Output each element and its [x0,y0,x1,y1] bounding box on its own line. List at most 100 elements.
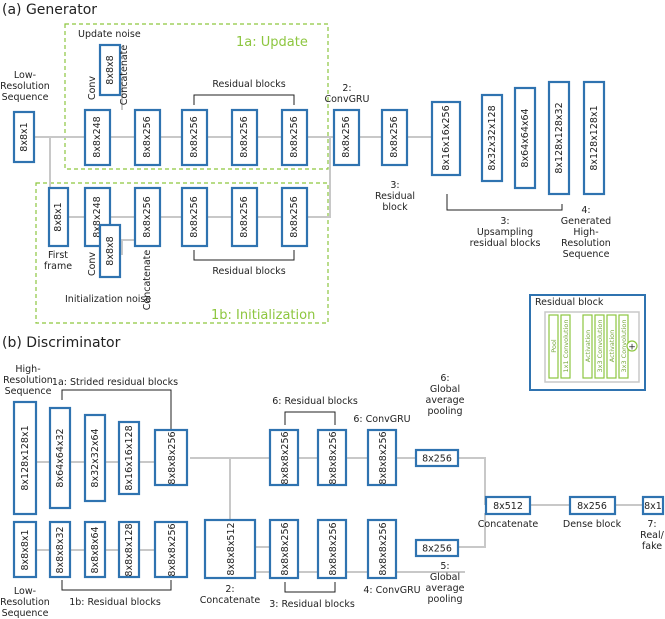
d-out-label-3: fake [642,541,662,552]
gen-label-3: High- [573,227,598,238]
inset-layer-5: Activation [608,330,616,363]
gen-node-label: 8x128x128x1 [589,105,600,170]
d-res6-node-2: 8x8x8x256 [316,428,348,487]
d-res1b-node-2: 8x8x8x64 [83,520,107,579]
d-pool6-node: 8x256 [414,448,460,468]
up-label-2: Upsampling [477,227,533,238]
convgru-label-1: 2: [342,83,351,94]
d-concat2-node-label: 8x8x8x512 [226,522,237,575]
lowres-label-3: Sequence [2,92,49,103]
up-node-2-label: 8x32x32x128 [487,105,498,170]
res3-node: 8x8x256 [380,108,409,167]
d-lowres-label-3: Sequence [2,608,49,619]
update-res-node-3-label: 8x8x256 [289,116,300,157]
d-res3-label: 3: Residual blocks [269,599,355,610]
first-frame-node: 8x8x1 [47,186,70,248]
gen-label-2: Generated [561,216,611,227]
d-pool5-label-2: Global [430,572,460,583]
update-conv-label: Conv [87,76,98,100]
d-strided-node-2: 8x32x32x64 [83,413,107,503]
update-res-node-2: 8x8x256 [230,108,259,167]
inset-layer-3: Activation [584,330,592,363]
d-strided-node-1-label: 8x64x64x32 [55,428,66,487]
d-pool5-label-4: pooling [428,594,463,605]
gen-label-4: Resolution [561,238,611,249]
d-pool6-label-2: Global [430,384,460,395]
convgru-node-label: 8x8x256 [341,116,352,157]
d-highres-label-2: Resolution [3,375,53,386]
inset-layer-2: 1x1 Convolution [562,319,570,372]
d-res6-node-2-label: 8x8x8x256 [328,431,339,484]
res3-node-label: 8x8x256 [389,116,400,157]
d-strided-bracket [61,389,172,430]
update-concat-node: 8x8x256 [133,108,162,167]
update-res-node-1: 8x8x256 [180,108,209,167]
d-pool5-node-label: 8x256 [422,544,452,555]
d-res3-node-2-label: 8x8x8x256 [328,522,339,575]
d-pool6-label-4: pooling [428,406,463,417]
gen-label-5: Sequence [563,249,610,260]
up-node-1: 8x16x16x256 [430,100,462,177]
d-res6-node-1-label: 8x8x8x256 [280,431,291,484]
init-group [35,182,329,324]
d-convgru4-node-label: 8x8x8x256 [378,522,389,575]
up-label-3: residual blocks [470,238,541,249]
d-out-label-2: Real/ [640,530,664,541]
init-conv-node-label: 8x8x248 [92,196,103,237]
first-frame-node-label: 8x8x1 [53,202,64,231]
d-concat2-label-1: 2: [225,584,234,595]
d-res6-label: 6: Residual blocks [272,396,358,407]
d-concat-node-label: 8x512 [493,501,523,512]
d-highres-label-3: Sequence [5,386,52,397]
update-noise-node-label: 8x8x8 [105,55,116,84]
init-res-label: Residual blocks [212,266,285,277]
res3-label-2: Residual [375,191,415,202]
d-pool6-node-label: 8x256 [422,454,452,465]
d-strided-node-4: 8x8x8x256 [153,428,189,487]
update-res-bracket [193,94,295,105]
update-concat-label: Concatenate [119,45,130,106]
lowres-label-2: Resolution [0,81,50,92]
up-label-1: 3: [500,216,509,227]
init-res-node-3: 8x8x256 [280,186,309,248]
d-res3-node-2: 8x8x8x256 [316,518,348,580]
init-concat-label: Concatenate [142,250,153,311]
d-concat-label: Concatenate [478,519,539,530]
gen-label-1: 4: [581,205,590,216]
d-highres-node: 8x128x128x1 [12,400,38,516]
d-concat2-label-2: Concatenate [200,595,261,606]
d-strided-label: 1a: Strided residual blocks [52,377,178,388]
discriminator-title: (b) Discriminator [2,335,121,351]
add-icon-symbol: + [628,343,636,353]
d-dense-label: Dense block [563,519,622,530]
d-convgru4-node: 8x8x8x256 [366,518,398,580]
d-lowres-label-1: Low- [14,586,36,597]
d-res1b-bracket [61,580,172,591]
convgru-node: 8x8x256 [332,108,361,167]
convgru-label-2: ConvGRU [324,94,369,105]
d-pool5-label-1: 5: [440,561,449,572]
d-out-node: 8x1 [641,495,665,516]
d-strided-node-4-label: 8x8x8x256 [167,431,178,484]
init-noise-label: Initialization noise [65,294,151,305]
d-pool5-node: 8x256 [414,538,460,558]
update-concat-node-label: 8x8x256 [142,116,153,157]
init-res-bracket [193,250,295,261]
init-res-node-2-label: 8x8x256 [239,196,250,237]
d-res1b-node-3-label: 8x8x8x128 [124,523,135,576]
d-pool5-label-3: average [426,583,465,594]
d-res6-node-1: 8x8x8x256 [268,428,300,487]
update-res-node-1-label: 8x8x256 [189,116,200,157]
update-noise-label: Update noise [78,29,141,40]
d-out-label-1: 7: [647,519,656,530]
d-highres-label-1: High- [15,364,40,375]
up-node-3-label: 8x64x64x64 [520,108,531,167]
d-strided-node-1: 8x64x64x32 [48,406,72,510]
generator-title: (a) Generator [2,2,97,18]
d-res1b-node-2-label: 8x8x8x64 [90,526,101,573]
init-title: 1b: Initialization [211,308,315,323]
update-noise-node: 8x8x8 [98,43,122,97]
up-node-4-label: 8x128x128x32 [554,102,565,173]
init-noise-node: 8x8x8 [98,223,122,279]
